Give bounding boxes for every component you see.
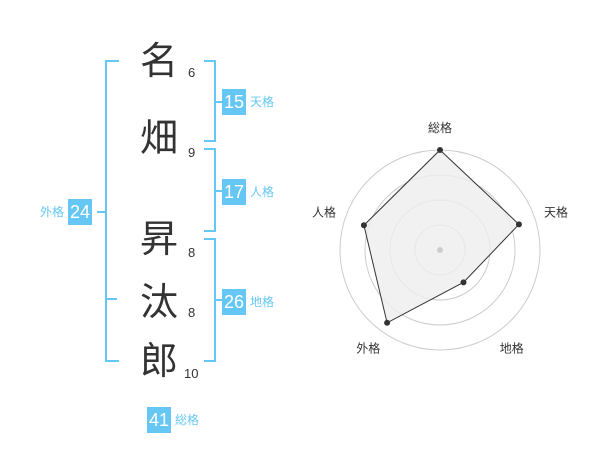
radar-point-5 [360, 222, 367, 229]
radar-point-1 [437, 147, 443, 153]
radar-axis-label-1: 総格 [428, 120, 452, 135]
jinkaku-badge: 17 [222, 179, 247, 205]
gaikaku-label: 外格 [40, 205, 65, 219]
gaikaku-group: 外格 24 [40, 199, 93, 225]
gaikaku-bracket-connector [97, 211, 105, 213]
name-char-2: 畑 [139, 116, 178, 160]
gaikaku-bracket-tick [105, 298, 117, 300]
stroke-count-5: 10 [184, 366, 199, 381]
radar-point-3 [460, 279, 467, 286]
jinkaku-bracket [204, 148, 216, 232]
tenkaku-badge: 15 [222, 89, 247, 115]
radar-area [363, 149, 520, 324]
radar-axis-label-4: 外格 [356, 341, 380, 356]
radar-axis-label-2: 天格 [544, 204, 568, 219]
name-char-5: 郎 [139, 339, 178, 383]
radar-axis-label-3: 地格 [500, 341, 524, 356]
soukaku-group: 41 総格 [147, 407, 199, 433]
gaikaku-bracket [105, 60, 119, 362]
chikaku-bracket [204, 238, 216, 362]
jinkaku-label: 人格 [250, 185, 275, 199]
radar-point-2 [515, 221, 522, 228]
stroke-count-3: 8 [188, 245, 196, 260]
chikaku-label: 地格 [250, 295, 275, 309]
radar-points [360, 147, 522, 326]
chikaku-group: 26 地格 [222, 289, 274, 315]
radar-center-dot [437, 247, 443, 253]
name-char-1: 名 [139, 39, 178, 83]
jinkaku-group: 17 人格 [222, 179, 274, 205]
jinkaku-bracket-connector [216, 190, 222, 192]
name-char-3: 昇 [139, 217, 178, 261]
stroke-count-4: 8 [188, 305, 196, 320]
chikaku-badge: 26 [222, 289, 247, 315]
stroke-count-1: 6 [188, 65, 196, 80]
gaikaku-badge: 24 [68, 199, 93, 225]
tenkaku-label: 天格 [250, 95, 275, 109]
soukaku-badge: 41 [147, 407, 172, 433]
soukaku-label: 総格 [175, 413, 200, 427]
tenkaku-bracket [204, 60, 216, 142]
radar-axis-label-5: 人格 [312, 204, 336, 219]
tenkaku-group: 15 天格 [222, 89, 274, 115]
name-char-4: 汰 [139, 280, 178, 324]
stroke-count-2: 9 [188, 145, 196, 160]
chikaku-bracket-connector [216, 299, 222, 301]
radar-point-4 [384, 319, 391, 326]
tenkaku-bracket-connector [216, 101, 222, 103]
